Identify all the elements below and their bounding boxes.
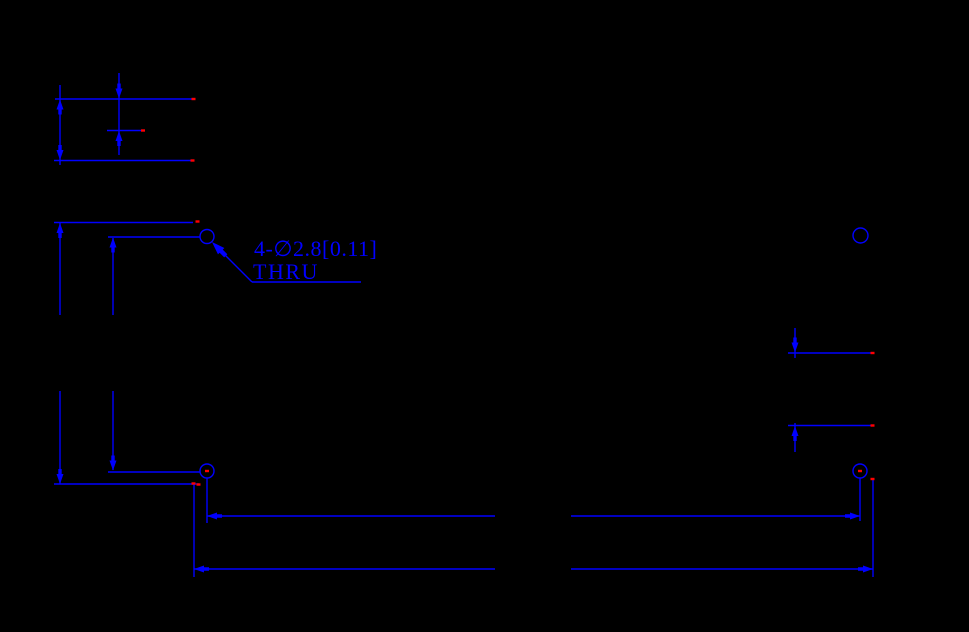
- arrowhead: [791, 337, 799, 353]
- arrowhead: [845, 512, 860, 520]
- hole-circle-bottom-left: [199, 463, 215, 479]
- arrowhead: [791, 426, 799, 441]
- hole-center-dot: [858, 469, 862, 473]
- hole-callout-size: 4-∅2.8[0.11]: [254, 236, 378, 261]
- defpoint-dot: [191, 482, 196, 485]
- defpoint-dot: [870, 351, 875, 355]
- arrowhead: [56, 469, 64, 484]
- arrowhead: [109, 237, 117, 253]
- hole-callout-thru: THRU: [253, 259, 319, 284]
- hole-circle-top-left: [199, 228, 215, 245]
- arrowhead: [56, 145, 64, 160]
- defpoint-dot: [190, 159, 195, 162]
- defpoint-dot: [141, 129, 145, 132]
- arrowhead: [56, 223, 64, 238]
- arrowhead: [194, 565, 209, 573]
- defpoint-dot: [870, 477, 875, 481]
- arrowhead: [109, 455, 117, 471]
- defpoint-dot: [196, 483, 201, 486]
- defpoint-dot: [195, 220, 200, 223]
- arrowhead: [56, 99, 64, 115]
- hole-circle-top-right: [852, 227, 869, 244]
- defpoint-dot: [870, 424, 875, 427]
- arrowhead: [115, 83, 123, 99]
- arrowhead: [207, 512, 222, 520]
- arrowhead: [115, 131, 123, 146]
- hole-circle-bottom-right: [852, 463, 868, 479]
- arrowhead: [858, 565, 873, 573]
- defpoint-dot: [191, 97, 196, 101]
- leader-arrowhead: [212, 242, 228, 258]
- hole-center-dot: [205, 469, 209, 473]
